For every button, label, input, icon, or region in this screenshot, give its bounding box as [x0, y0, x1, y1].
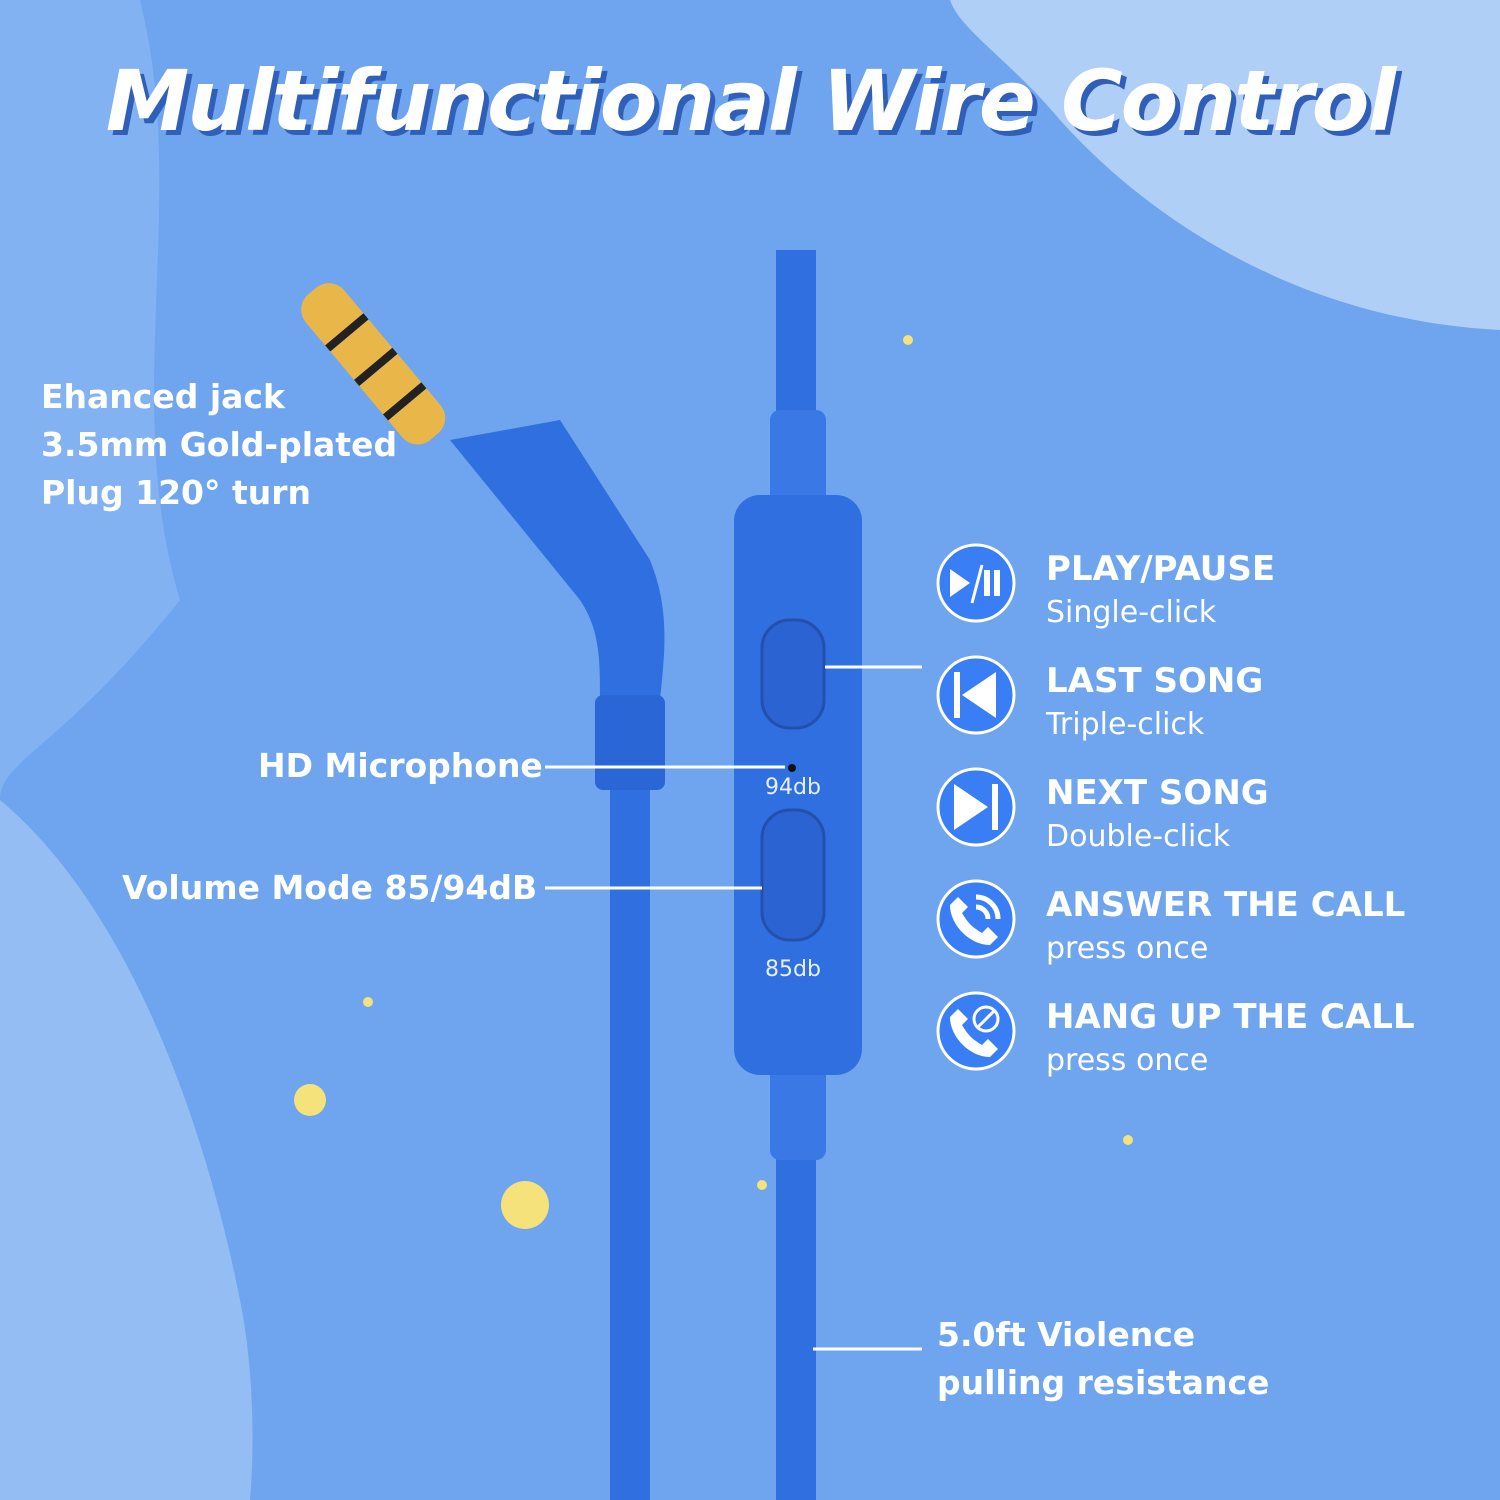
mic-label: HD Microphone	[258, 746, 543, 785]
function-action: Double-click	[1046, 819, 1231, 854]
strain-relief-top	[770, 410, 826, 510]
jack-label-line: 3.5mm Gold-plated	[41, 425, 398, 464]
microphone-hole	[788, 764, 796, 772]
function-title: LAST SONG	[1046, 661, 1264, 701]
upper-db-label: 94db	[765, 775, 821, 800]
cloud-left-top	[0, 0, 180, 800]
jack-label: Ehanced jack 3.5mm Gold-plated Plug 120°…	[41, 373, 397, 517]
cloud-left-bottom	[0, 800, 253, 1500]
star-decorations	[294, 335, 1133, 1229]
function-title: NEXT SONG	[1046, 773, 1269, 813]
previous-track-icon	[936, 655, 1016, 735]
cable-label-line: 5.0ft Violence	[937, 1315, 1196, 1354]
cable-bottom	[776, 1150, 816, 1500]
function-action: Triple-click	[1046, 707, 1205, 742]
multi-function-button	[760, 618, 826, 730]
cable-top	[776, 250, 816, 420]
strain-relief-bottom	[770, 1060, 826, 1160]
function-action: Single-click	[1046, 595, 1217, 630]
function-action: press once	[1046, 1043, 1209, 1078]
function-title: PLAY/PAUSE	[1046, 549, 1276, 589]
jack-cable	[610, 780, 650, 1500]
cable-label: 5.0ft Violence pulling resistance	[937, 1311, 1269, 1407]
gold-plug	[301, 283, 446, 445]
jack-housing	[450, 420, 665, 700]
volume-mode-switch	[760, 808, 826, 942]
jack-label-line: Ehanced jack	[41, 377, 285, 416]
jack-neck	[595, 695, 665, 790]
lower-db-label: 85db	[765, 957, 821, 982]
page-title: Multifunctional Wire Control	[105, 52, 1397, 150]
cable-label-line: pulling resistance	[937, 1363, 1270, 1402]
next-track-icon	[936, 767, 1016, 847]
function-title: HANG UP THE CALL	[1046, 997, 1415, 1037]
cloud-right-top	[950, 0, 1500, 330]
volume-label: Volume Mode 85/94dB	[122, 868, 538, 907]
function-action: press once	[1046, 931, 1209, 966]
hang-up-call-icon	[936, 991, 1016, 1071]
jack-label-line: Plug 120° turn	[41, 473, 312, 512]
play-pause-icon	[936, 543, 1016, 623]
answer-call-icon	[936, 879, 1016, 959]
function-title: ANSWER THE CALL	[1046, 885, 1406, 925]
